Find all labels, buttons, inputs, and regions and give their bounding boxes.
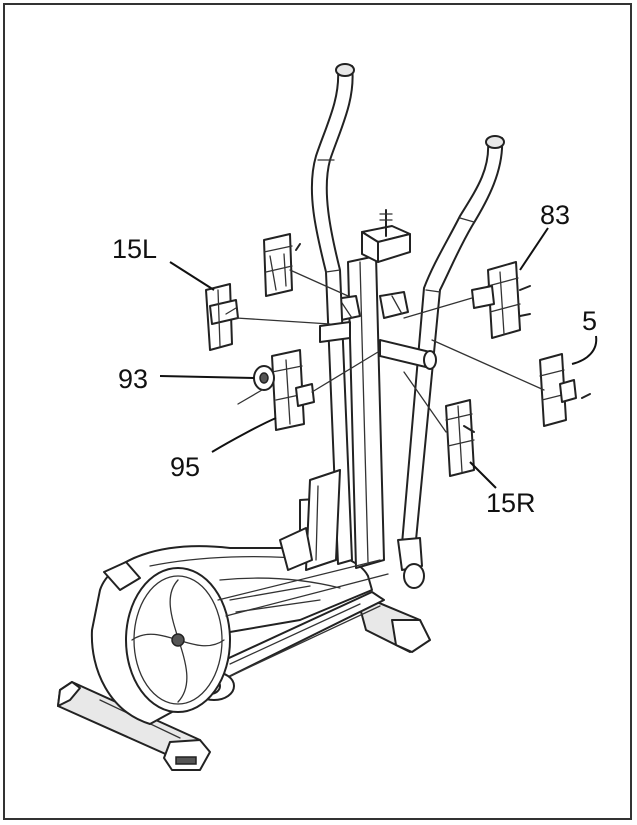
flywheel-shroud <box>90 545 373 725</box>
central-mast <box>327 209 411 569</box>
assembly-guide-lines <box>235 269 545 433</box>
diagram-border <box>3 3 632 820</box>
part-15R <box>445 399 475 477</box>
callout-5: 5 <box>582 306 597 336</box>
callout-83: 83 <box>540 200 570 230</box>
callout-leaders <box>159 227 598 489</box>
right-handlebar <box>397 135 505 589</box>
part-83 <box>471 261 531 339</box>
front-stabilizer <box>359 599 431 653</box>
pivot-axle <box>319 321 437 370</box>
rear-stabilizer <box>57 681 211 771</box>
callout-93: 93 <box>118 364 148 394</box>
part-5 <box>539 353 591 427</box>
pedal-link-arms <box>217 469 389 617</box>
callout-95: 95 <box>170 452 200 482</box>
part-93 <box>253 365 275 391</box>
callout-15L: 15L <box>112 234 157 264</box>
callout-15R: 15R <box>486 488 536 518</box>
part-15L <box>205 283 239 351</box>
part-upper-left-bracket <box>263 233 301 297</box>
part-95 <box>271 349 315 431</box>
